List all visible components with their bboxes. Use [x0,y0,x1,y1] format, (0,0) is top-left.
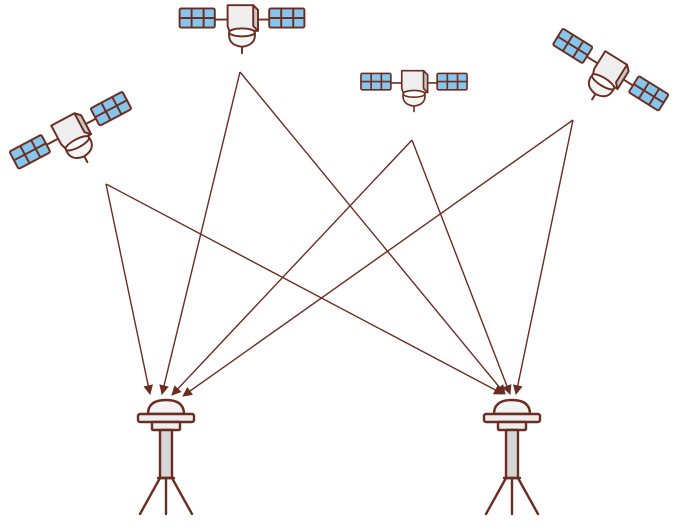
signal-arrow-7 [182,119,574,397]
satellite-icon [178,4,306,55]
satellite-1 [6,87,145,194]
signal-arrow-1 [105,183,153,395]
satellite-3 [360,69,468,113]
satellite-icon [360,69,468,113]
signal-arrow-4 [239,71,506,395]
gnss-receiver-tripod-icon [136,398,196,516]
signal-arrow-6 [411,139,512,395]
signal-arrow-2 [105,183,504,395]
signal-links [105,71,574,397]
receiver-left [136,398,196,516]
satellite-4 [538,24,672,134]
satellite-icon [538,24,672,134]
signal-arrow-3 [159,71,241,395]
receiver-right [482,398,542,516]
gnss-receiver-tripod-icon [482,398,542,516]
satellite-2 [178,4,306,55]
satellite-icon [6,87,145,194]
signal-arrow-5 [171,139,413,396]
signal-arrow-8 [512,119,574,395]
